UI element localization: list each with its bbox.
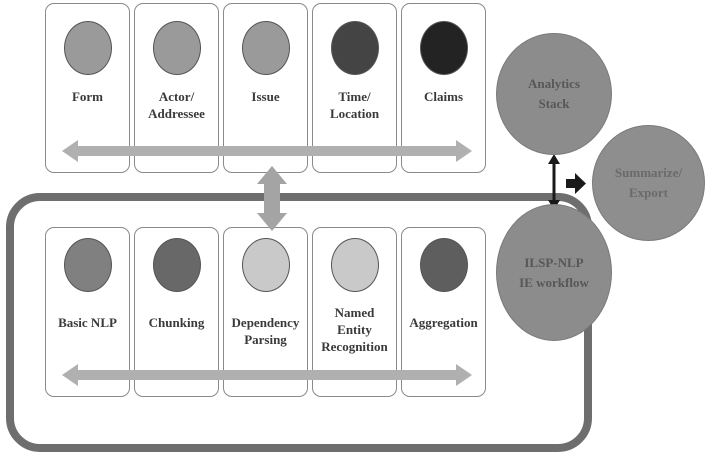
chunking-dot <box>152 238 201 292</box>
card-label: Dependency Parsing <box>224 314 307 348</box>
node-label: Export <box>629 185 668 200</box>
card-label: Named Entity Recognition <box>313 304 396 355</box>
export-arrow <box>566 173 586 194</box>
label-line: Form <box>71 89 104 104</box>
card-label: Claims <box>402 88 485 105</box>
node-label: Analytics <box>528 76 580 91</box>
label-line: Recognition <box>321 339 388 354</box>
label-line: Chunking <box>148 315 205 330</box>
label-line: Time/ <box>338 89 371 104</box>
issue-dot <box>241 21 290 75</box>
bottom-span-arrow <box>62 364 472 386</box>
node-label: ILSP-NLP <box>524 254 584 270</box>
vertical-link-arrow <box>257 166 287 231</box>
analytics-ilsp-connector <box>548 154 560 210</box>
label-line: Named <box>334 305 375 320</box>
card-actor-addressee: Actor/ Addressee <box>134 3 219 173</box>
card-form: Form <box>45 3 130 173</box>
label-line: Addressee <box>148 106 205 121</box>
card-label: Issue <box>224 88 307 105</box>
label-line: Actor/ <box>158 89 195 104</box>
label-line: Location <box>329 106 380 121</box>
card-aggregation: Aggregation <box>401 227 486 397</box>
card-dependency-parsing: Dependency Parsing <box>223 227 308 397</box>
label-line: Aggregation <box>409 315 478 330</box>
card-named-entity-recognition: Named Entity Recognition <box>312 227 397 397</box>
ilsp-nlp-node: ILSP-NLP IE workflow <box>496 204 612 341</box>
label-line: Issue <box>251 89 280 104</box>
label-line: Claims <box>424 89 463 104</box>
card-label: Time/ Location <box>313 88 396 122</box>
card-label: Basic NLP <box>46 314 129 331</box>
time-location-dot <box>330 21 379 75</box>
card-chunking: Chunking <box>134 227 219 397</box>
label-line: Basic NLP <box>58 315 117 330</box>
node-label: Stack <box>538 96 570 111</box>
card-label: Aggregation <box>402 314 485 331</box>
label-line: Entity <box>337 322 372 337</box>
card-label: Chunking <box>135 314 218 331</box>
analytics-stack-node: Analytics Stack <box>496 33 612 155</box>
card-claims: Claims <box>401 3 486 173</box>
top-span-arrow <box>62 140 472 162</box>
claims-dot <box>419 21 468 75</box>
card-label: Form <box>46 88 129 105</box>
card-issue: Issue <box>223 3 308 173</box>
node-label: IE workflow <box>519 274 589 290</box>
card-basic-nlp: Basic NLP <box>45 227 130 397</box>
dependency-parsing-dot <box>241 238 290 292</box>
basic-nlp-dot <box>63 238 112 292</box>
named-entity-recognition-dot <box>330 238 379 292</box>
aggregation-dot <box>419 238 468 292</box>
card-label: Actor/ Addressee <box>135 88 218 122</box>
label-line: Parsing <box>244 332 287 347</box>
form-dot <box>63 21 112 75</box>
card-time-location: Time/ Location <box>312 3 397 173</box>
actor-addressee-dot <box>152 21 201 75</box>
summarize-export-node: Summarize/ Export <box>592 125 705 241</box>
label-line: Dependency <box>231 315 300 330</box>
node-label: Summarize/ <box>614 165 683 180</box>
